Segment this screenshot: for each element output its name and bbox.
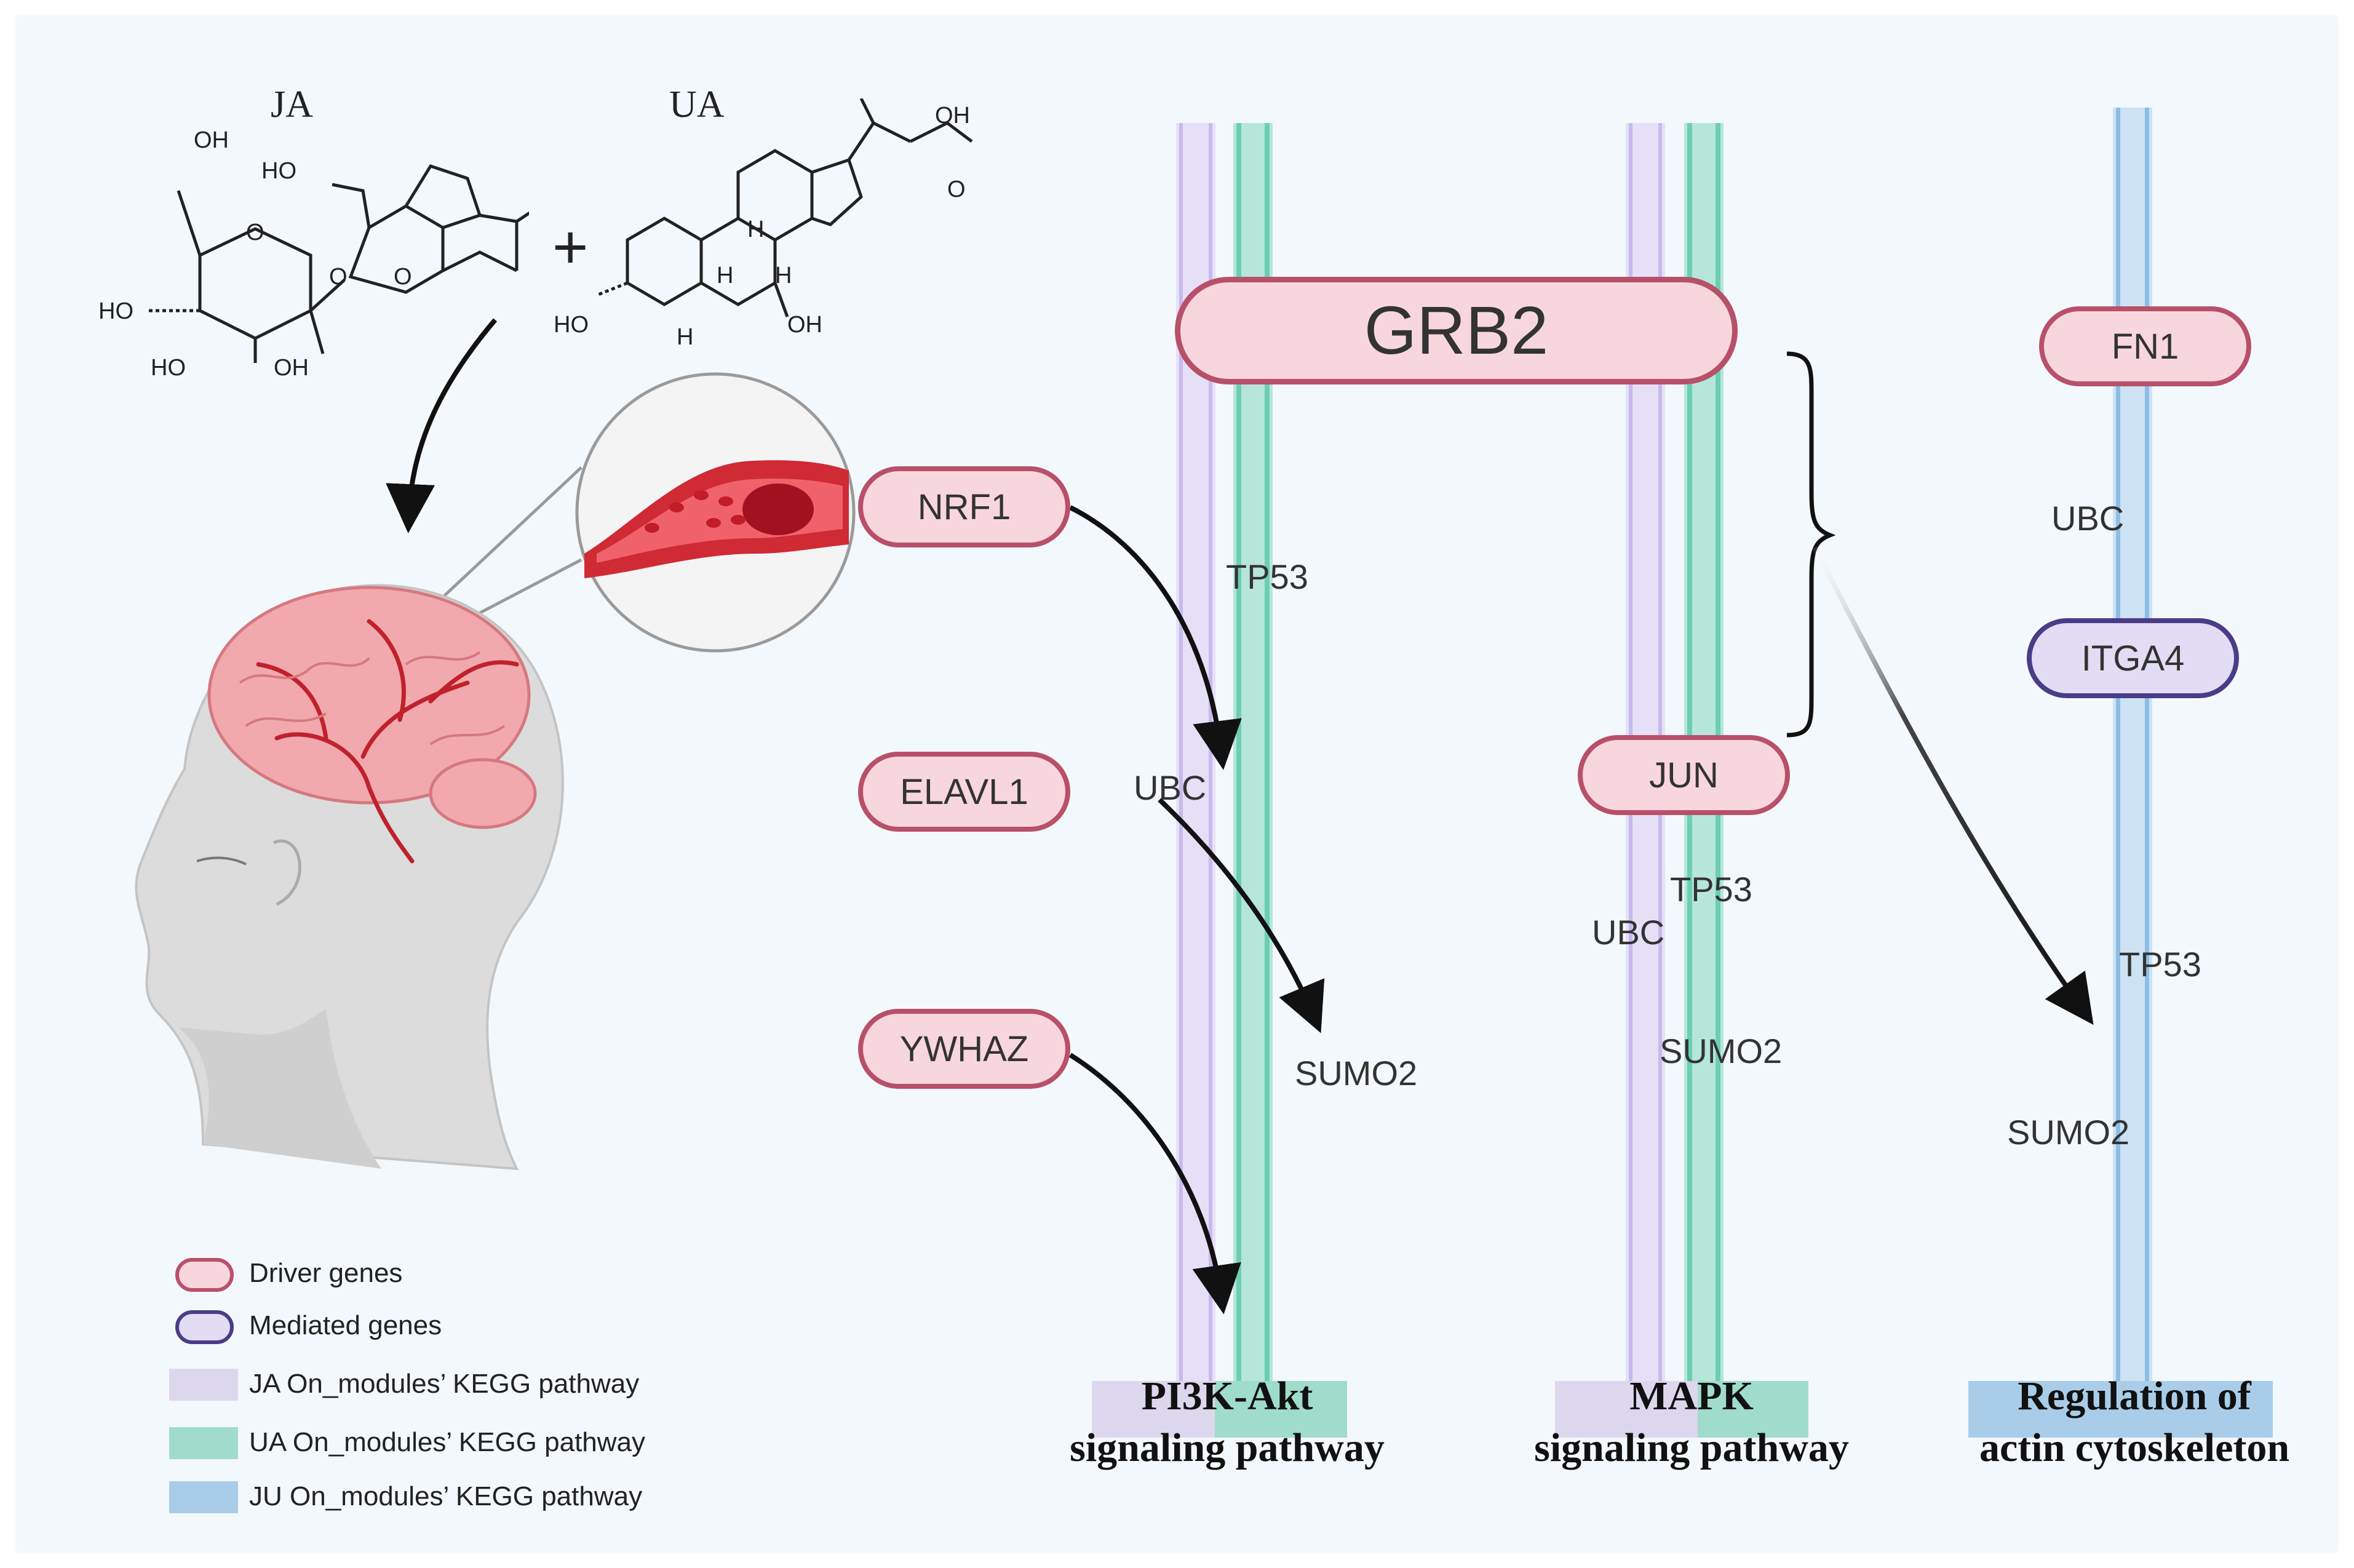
svg-text:O: O [329, 264, 348, 290]
pi3k-sumo2-label: SUMO2 [1295, 1054, 1418, 1092]
head-with-brain-icon [135, 584, 564, 1171]
svg-text:HO: HO [261, 158, 296, 184]
svg-text:OH: OH [787, 312, 822, 338]
gene-nrf1: NRF1 [858, 466, 1070, 547]
svg-text:H: H [717, 263, 733, 289]
actin-title-line2: actin cytoskeleton [1979, 1425, 2290, 1470]
svg-text:OH: OH [935, 103, 970, 129]
gene-grb2-label: GRB2 [1364, 293, 1549, 368]
gene-ywhaz-label: YWHAZ [899, 1029, 1029, 1069]
gene-jun-label: JUN [1649, 755, 1719, 795]
svg-text:O: O [394, 264, 412, 290]
svg-text:OH: OH [194, 127, 229, 153]
gene-elavl1: ELAVL1 [858, 752, 1070, 832]
actin-pathway-title: Regulation of actin cytoskeleton [1944, 1371, 2325, 1474]
compound-to-brain-arrow [386, 318, 498, 533]
actin-sumo2-label: SUMO2 [2007, 1113, 2130, 1152]
plus-sign: + [552, 213, 589, 282]
pi3k-pathway-title: PI3K-Akt signaling pathway [1043, 1371, 1412, 1474]
gene-grb2: GRB2 [1175, 277, 1738, 384]
svg-text:HO: HO [98, 298, 133, 324]
pi3k-tp53-label: TP53 [1226, 557, 1308, 596]
actin-tp53-label: TP53 [2119, 945, 2201, 984]
gene-itga4-label: ITGA4 [2081, 638, 2185, 679]
pi3k-title-line1: PI3K-Akt [1141, 1374, 1313, 1419]
gene-group-brace [1786, 351, 1836, 738]
mapk-sumo2-label: SUMO2 [1660, 1032, 1783, 1070]
legend-ua-swatch [169, 1427, 238, 1459]
actin-title-line1: Regulation of [2018, 1374, 2251, 1419]
mapk-pathway-title: MAPK signaling pathway [1507, 1371, 1876, 1474]
mapk-to-actin-arrow [1812, 546, 2094, 1025]
legend-mediated-swatch [175, 1310, 234, 1344]
ja-molecule: OH HO HO HO OH O O O [98, 127, 529, 381]
legend-ua-label: UA On_modules’ KEGG pathway [249, 1427, 646, 1457]
svg-text:H: H [677, 324, 693, 350]
ua-label: UA [669, 84, 725, 125]
pi3k-title-line2: signaling pathway [1070, 1425, 1385, 1470]
svg-text:H: H [747, 217, 764, 242]
legend-mediated-label: Mediated genes [249, 1310, 442, 1340]
actin-ubc-label: UBC [2051, 499, 2125, 538]
gene-itga4: ITGA4 [2027, 618, 2239, 698]
ua-molecule: OH O HO OH H H H H [554, 98, 973, 350]
gene-nrf1-label: NRF1 [917, 487, 1011, 527]
ubc-to-sumo2-arrow [1158, 798, 1325, 1033]
mapk-tp53-label: TP53 [1670, 870, 1752, 909]
ywhaz-arrow [1068, 1053, 1241, 1315]
gene-ywhaz: YWHAZ [858, 1009, 1070, 1089]
gene-jun: JUN [1578, 735, 1790, 815]
mapk-ubc-label: UBC [1592, 913, 1665, 952]
gene-fn1-label: FN1 [2111, 326, 2179, 367]
ja-label: JA [271, 84, 313, 125]
legend-driver-label: Driver genes [249, 1258, 403, 1288]
mapk-title-line1: MAPK [1629, 1374, 1754, 1419]
gene-fn1: FN1 [2039, 306, 2251, 386]
mapk-title-line2: signaling pathway [1534, 1425, 1849, 1470]
legend-ja-swatch [169, 1369, 238, 1401]
legend-driver-swatch [175, 1258, 234, 1292]
pi3k-ubc-label: UBC [1134, 768, 1207, 807]
legend-ju-label: JU On_modules’ KEGG pathway [249, 1481, 643, 1511]
svg-text:OH: OH [274, 355, 309, 381]
svg-text:O: O [246, 220, 264, 245]
legend-ja-label: JA On_modules’ KEGG pathway [249, 1369, 640, 1399]
nrf1-arrow [1069, 505, 1242, 770]
svg-text:H: H [775, 263, 792, 289]
svg-text:O: O [947, 177, 966, 202]
svg-text:HO: HO [554, 312, 589, 338]
gene-elavl1-label: ELAVL1 [900, 771, 1028, 812]
svg-text:HO: HO [151, 355, 186, 381]
legend-ju-swatch [169, 1481, 238, 1513]
blood-vessel-clot-icon [575, 372, 856, 653]
